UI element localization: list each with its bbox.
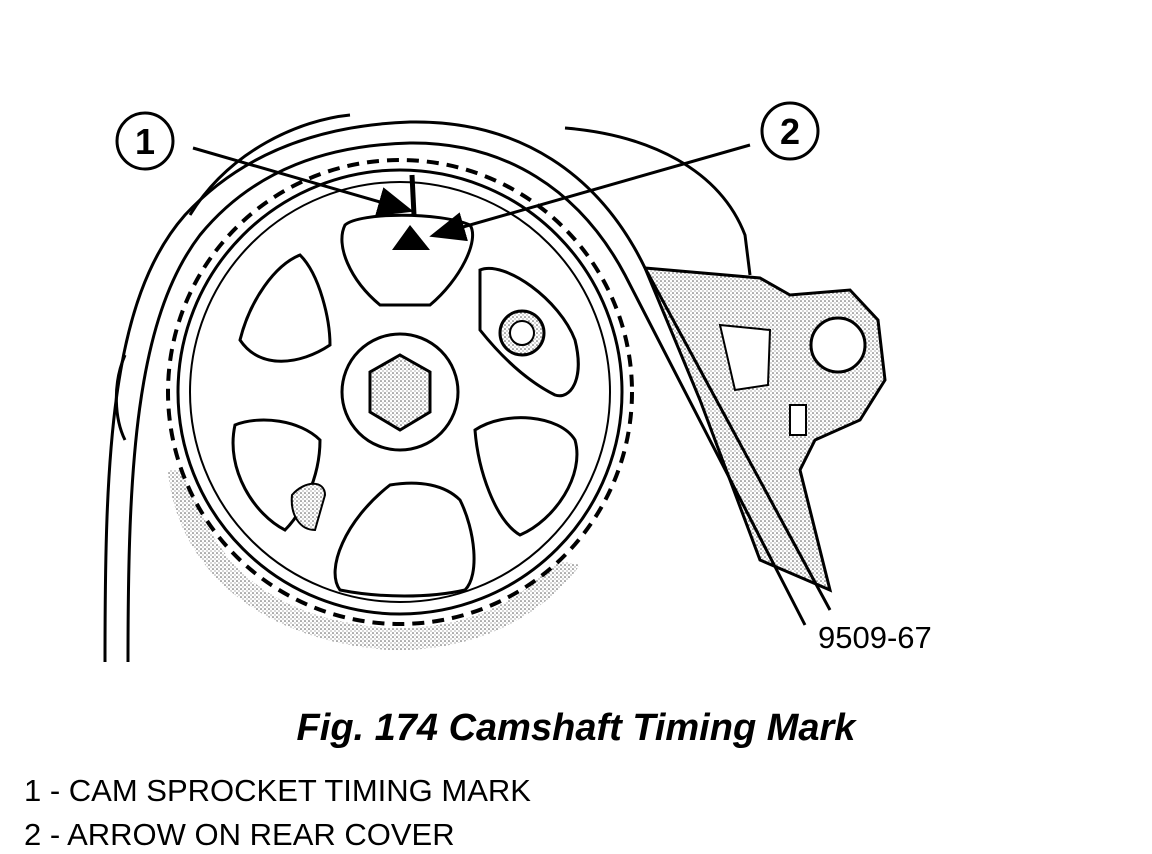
lower-bracket (290, 482, 327, 532)
rear-cover-arrow (392, 225, 430, 250)
figure-caption: Fig. 174 Camshaft Timing Mark (296, 707, 856, 749)
callout-2-number: 2 (780, 111, 800, 152)
tensioner-bolt (498, 309, 546, 357)
camshaft-diagram: 1 2 (103, 101, 887, 663)
legend-item-1: 1 - CAM SPROCKET TIMING MARK (24, 773, 531, 808)
camshaft-bolt (340, 332, 460, 452)
figure-code: 9509-67 (818, 620, 932, 655)
cam-sprocket-timing-mark (409, 174, 417, 216)
callout-1-leader (192, 146, 414, 217)
callout-1: 1 (115, 111, 175, 171)
callout-1-number: 1 (135, 121, 155, 162)
legend-item-2: 2 - ARROW ON REAR COVER (24, 817, 455, 852)
callout-2-leader (429, 143, 751, 242)
callout-2: 2 (760, 101, 820, 161)
belt-tensioner (642, 266, 887, 593)
sprocket-shadow (168, 470, 580, 651)
timing-belt (103, 120, 832, 663)
